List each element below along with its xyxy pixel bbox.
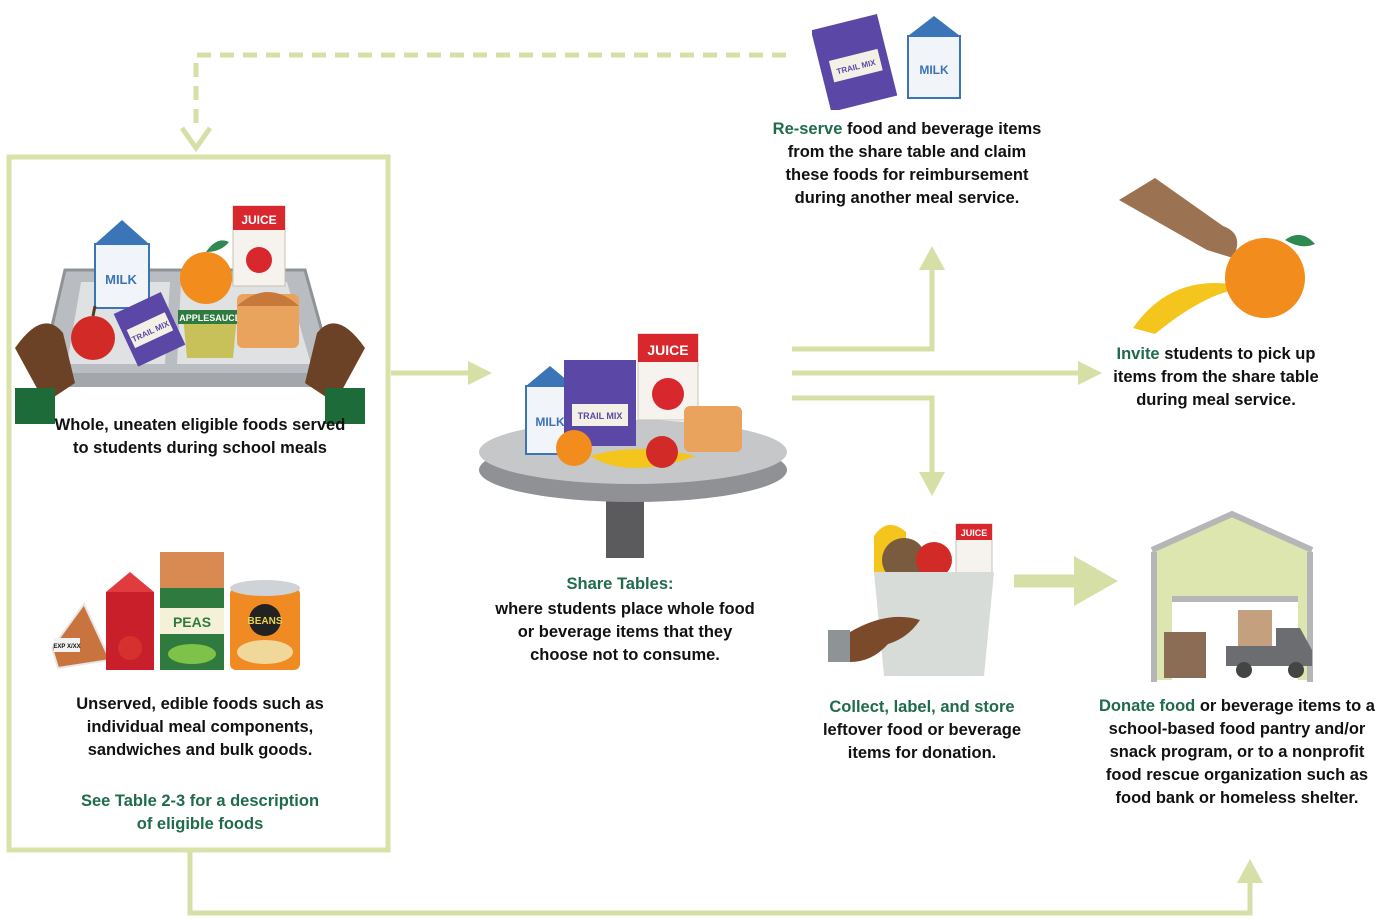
share-to-collect-arrowhead bbox=[919, 472, 945, 496]
donate-rest: or beverage items to a school-based food… bbox=[1105, 697, 1375, 807]
collect-highlight: Collect, label, and store bbox=[829, 698, 1015, 716]
warehouse-icon bbox=[1150, 510, 1314, 682]
box-to-donate-connector bbox=[187, 852, 1253, 916]
share-to-invite-arrowhead bbox=[1078, 361, 1102, 385]
reserve-rest: food and beverage items from the share t… bbox=[785, 120, 1042, 207]
reserve-text: Re-serve food and beverage items from th… bbox=[766, 118, 1048, 210]
dashed-return-connector bbox=[193, 52, 786, 132]
donate-text: Donate food or beverage items to a schoo… bbox=[1092, 695, 1382, 810]
share-tables-title: Share Tables: bbox=[566, 575, 674, 593]
box-to-share-arrowhead bbox=[468, 361, 492, 385]
donate-highlight: Donate food bbox=[1099, 697, 1196, 715]
invite-text: Invite students to pick up items from th… bbox=[1106, 343, 1326, 412]
bag-juice-label: JUICE bbox=[961, 528, 988, 538]
reserve-milk-label: MILK bbox=[919, 63, 949, 77]
share-trail-mix-label: TRAIL MIX bbox=[578, 411, 623, 421]
collect-text: Collect, label, and store leftover food … bbox=[822, 696, 1022, 765]
left-box-unserved-text: Unserved, edible foods such as individua… bbox=[76, 695, 324, 759]
dashed-return-arrowhead bbox=[179, 126, 213, 153]
share-to-collect-connector bbox=[792, 395, 935, 476]
snack-milk-icon: TRAIL MIX MILK bbox=[812, 13, 961, 110]
invite-highlight: Invite bbox=[1116, 345, 1160, 363]
collect-rest: leftover food or beverage items for dona… bbox=[822, 721, 1022, 762]
share-to-reserve-arrowhead bbox=[919, 246, 945, 270]
beans-label: BEANS bbox=[247, 616, 282, 627]
tray-icon: MILK JUICE TRAIL MIX APPLESAUCE bbox=[15, 205, 365, 424]
share-juice-label: JUICE bbox=[647, 342, 688, 358]
box-to-donate-arrowhead bbox=[1237, 859, 1263, 883]
share-to-reserve-connector bbox=[792, 266, 935, 352]
left-box-served-text: Whole, uneaten eligible foods served to … bbox=[54, 416, 346, 457]
canned-goods-icon: EXP X/XX PEAS BEANS bbox=[50, 552, 300, 670]
donation-bag-icon: JUICE bbox=[828, 523, 994, 676]
juice-label: JUICE bbox=[241, 213, 276, 227]
exp-label: EXP X/XX bbox=[53, 644, 80, 650]
share-milk-label: MILK bbox=[535, 415, 565, 429]
see-table-note: See Table 2-3 for a description of eligi… bbox=[80, 792, 320, 833]
share-tables-description: where students place whole food or bever… bbox=[495, 600, 755, 664]
left-box-border bbox=[6, 154, 391, 853]
reserve-highlight: Re-serve bbox=[772, 120, 843, 138]
invite-rest: students to pick up items from the share… bbox=[1113, 345, 1319, 409]
hand-orange-banana-icon bbox=[1119, 178, 1315, 334]
applesauce-label: APPLESAUCE bbox=[179, 313, 241, 323]
milk-label: MILK bbox=[105, 272, 137, 287]
collect-to-donate-arrowhead bbox=[1074, 556, 1118, 606]
peas-label: PEAS bbox=[173, 614, 211, 630]
share-table-icon: MILK TRAIL MIX JUICE bbox=[479, 333, 787, 558]
